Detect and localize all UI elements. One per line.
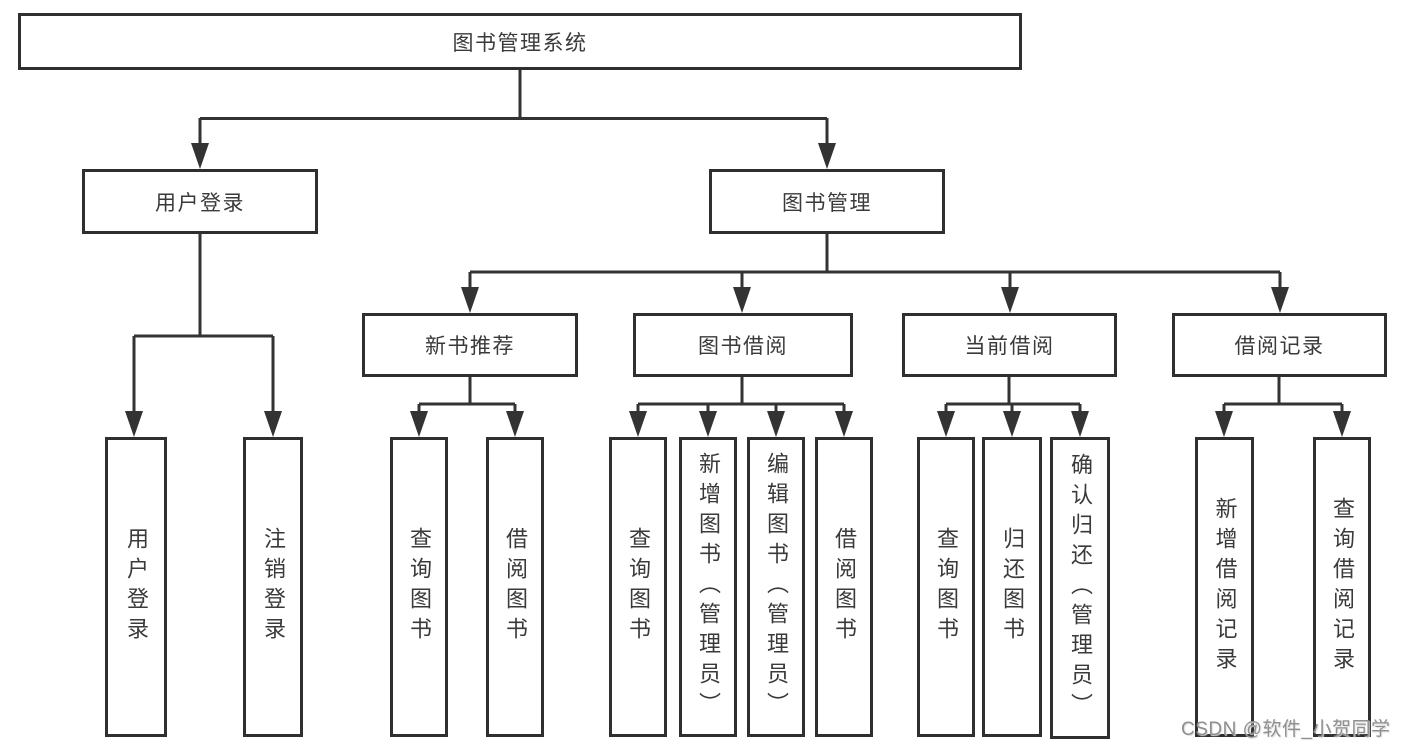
node-book-management-module: 图书管理 [709, 169, 945, 234]
node-new-book-recommend: 新书推荐 [362, 313, 578, 377]
leaf-label: 新增图书（管理员） [696, 452, 721, 722]
node-edit-book-admin: 编辑图书（管理员） [747, 437, 805, 737]
leaf-label: 归还图书 [1000, 527, 1025, 647]
leaf-label: 查询图书 [934, 527, 959, 647]
leaf-label: 借阅图书 [832, 527, 857, 647]
node-query-books-recommend: 查询图书 [390, 437, 448, 737]
leaf-label: 查询借阅记录 [1330, 497, 1355, 677]
tree-edges [132, 70, 1344, 414]
node-book-borrowing: 图书借阅 [633, 313, 853, 377]
node-return-book: 归还图书 [982, 437, 1042, 737]
node-logout-action: 注销登录 [243, 437, 303, 737]
node-query-borrow-record: 查询借阅记录 [1313, 437, 1371, 737]
node-user-login-action: 用户登录 [105, 437, 167, 737]
leaf-label: 新增借阅记录 [1212, 497, 1238, 677]
node-borrow-books-action: 借阅图书 [815, 437, 873, 737]
leaf-label: 查询图书 [626, 527, 651, 647]
leaf-label: 注销登录 [261, 527, 286, 647]
leaf-label: 编辑图书（管理员） [764, 452, 789, 722]
node-current-borrowing: 当前借阅 [902, 313, 1117, 377]
leaf-label: 借阅图书 [503, 527, 528, 647]
node-query-books-borrowing: 查询图书 [609, 437, 667, 737]
leaf-label: 查询图书 [407, 527, 432, 647]
csdn-watermark: CSDN @软件_小贺同学 [1181, 719, 1391, 740]
leaf-label: 确认归还（管理员） [1068, 453, 1093, 723]
node-confirm-return-admin: 确认归还（管理员） [1050, 437, 1110, 739]
node-borrow-books-recommend: 借阅图书 [486, 437, 544, 737]
node-add-book-admin: 新增图书（管理员） [679, 437, 737, 737]
node-root-system: 图书管理系统 [18, 13, 1022, 70]
node-user-login-module: 用户登录 [82, 169, 318, 234]
node-add-borrow-record: 新增借阅记录 [1195, 437, 1254, 737]
leaf-label: 用户登录 [124, 527, 149, 647]
arrowheads [125, 143, 1351, 437]
node-borrowing-records: 借阅记录 [1172, 313, 1387, 377]
node-query-books-current: 查询图书 [917, 437, 975, 737]
